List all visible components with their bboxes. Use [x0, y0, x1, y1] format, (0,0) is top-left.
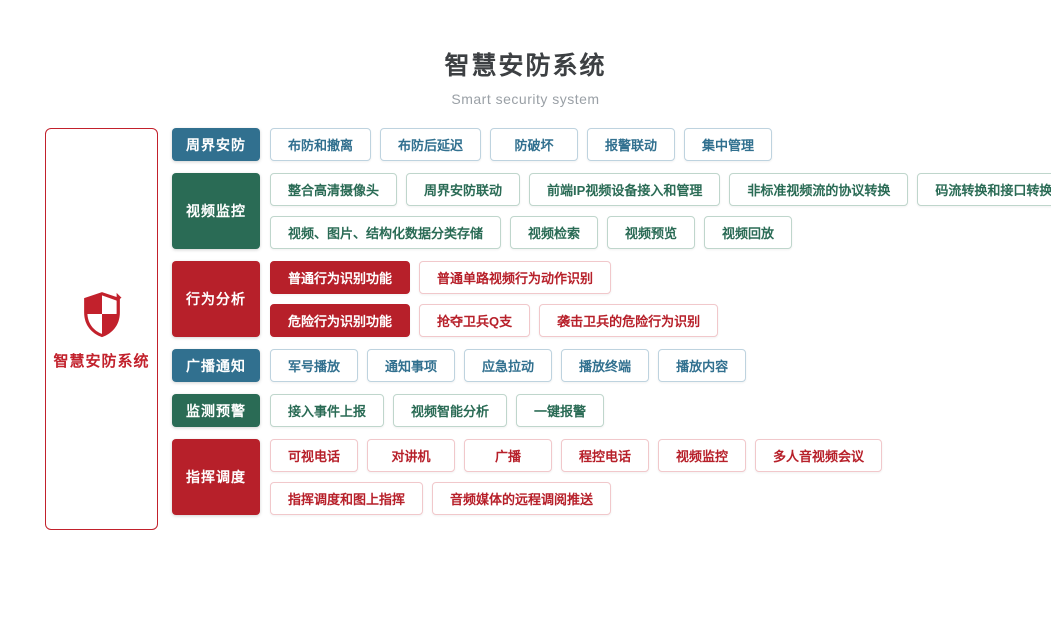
feature-box: 前端IP视频设备接入和管理 — [529, 173, 721, 206]
feature-box: 整合高清摄像头 — [270, 173, 398, 206]
feature-box: 接入事件上报 — [270, 394, 385, 427]
feature-line: 接入事件上报视频智能分析一键报警 — [270, 394, 1032, 427]
feature-box: 应急拉动 — [464, 349, 553, 382]
feature-box: 视频智能分析 — [393, 394, 508, 427]
feature-box: 一键报警 — [516, 394, 605, 427]
feature-box: 报警联动 — [587, 128, 676, 161]
feature-box: 视频检索 — [510, 216, 599, 249]
category-row-1: 视频监控整合高清摄像头周界安防联动前端IP视频设备接入和管理非标准视频流的协议转… — [172, 173, 1051, 249]
feature-line: 布防和撤离布防后延迟防破坏报警联动集中管理 — [270, 128, 1032, 161]
feature-box: 视频回放 — [704, 216, 793, 249]
category-row-4: 监测预警接入事件上报视频智能分析一键报警 — [172, 394, 1032, 427]
feature-box: 周界安防联动 — [406, 173, 521, 206]
category-row-0: 周界安防布防和撤离布防后延迟防破坏报警联动集中管理 — [172, 128, 1032, 161]
feature-box: 音频媒体的远程调阅推送 — [432, 482, 612, 515]
category-row-5: 指挥调度可视电话对讲机广播程控电话视频监控多人音视频会议指挥调度和图上指挥音频媒… — [172, 439, 1032, 515]
category-block-1: 视频监控 — [172, 173, 260, 249]
feature-box: 普通单路视频行为动作识别 — [419, 261, 612, 294]
feature-box: 布防和撤离 — [270, 128, 372, 161]
feature-box: 通知事项 — [367, 349, 456, 382]
category-block-5: 指挥调度 — [172, 439, 260, 515]
category-block-0: 周界安防 — [172, 128, 260, 161]
feature-line: 指挥调度和图上指挥音频媒体的远程调阅推送 — [270, 482, 1032, 515]
feature-line: 整合高清摄像头周界安防联动前端IP视频设备接入和管理非标准视频流的协议转换码流转… — [270, 173, 1051, 206]
feature-box: 播放终端 — [561, 349, 650, 382]
category-block-3: 广播通知 — [172, 349, 260, 382]
feature-lines: 军号播放通知事项应急拉动播放终端播放内容 — [270, 349, 1032, 382]
feature-line: 可视电话对讲机广播程控电话视频监控多人音视频会议 — [270, 439, 1032, 472]
feature-box: 军号播放 — [270, 349, 359, 382]
category-rows: 周界安防布防和撤离布防后延迟防破坏报警联动集中管理视频监控整合高清摄像头周界安防… — [172, 128, 1051, 515]
feature-box: 视频预览 — [607, 216, 696, 249]
feature-box: 多人音视频会议 — [755, 439, 883, 472]
category-row-3: 广播通知军号播放通知事项应急拉动播放终端播放内容 — [172, 349, 1032, 382]
page-title: 智慧安防系统 — [444, 52, 607, 80]
page-subtitle: Smart security system — [451, 91, 600, 107]
feature-line: 危险行为识别功能抢夺卫兵Q支袭击卫兵的危险行为识别 — [270, 304, 1032, 337]
feature-lines: 布防和撤离布防后延迟防破坏报警联动集中管理 — [270, 128, 1032, 161]
feature-box: 视频、图片、结构化数据分类存储 — [270, 216, 502, 249]
system-panel-label: 智慧安防系统 — [53, 352, 150, 370]
feature-box: 对讲机 — [367, 439, 456, 472]
feature-lines: 接入事件上报视频智能分析一键报警 — [270, 394, 1032, 427]
shield-icon — [76, 288, 128, 340]
feature-box: 普通行为识别功能 — [270, 261, 411, 294]
feature-lines: 整合高清摄像头周界安防联动前端IP视频设备接入和管理非标准视频流的协议转换码流转… — [270, 173, 1051, 249]
feature-box: 防破坏 — [490, 128, 579, 161]
feature-box: 视频监控 — [658, 439, 747, 472]
feature-box: 可视电话 — [270, 439, 359, 472]
feature-box: 抢夺卫兵Q支 — [419, 304, 531, 337]
feature-box: 非标准视频流的协议转换 — [729, 173, 909, 206]
system-panel: 智慧安防系统 — [45, 128, 158, 530]
feature-box: 袭击卫兵的危险行为识别 — [539, 304, 719, 337]
feature-box: 广播 — [464, 439, 553, 472]
feature-lines: 普通行为识别功能普通单路视频行为动作识别危险行为识别功能抢夺卫兵Q支袭击卫兵的危… — [270, 261, 1032, 337]
page-header: 智慧安防系统 Smart security system — [0, 46, 1051, 107]
category-row-2: 行为分析普通行为识别功能普通单路视频行为动作识别危险行为识别功能抢夺卫兵Q支袭击… — [172, 261, 1032, 337]
feature-line: 军号播放通知事项应急拉动播放终端播放内容 — [270, 349, 1032, 382]
feature-line: 视频、图片、结构化数据分类存储视频检索视频预览视频回放 — [270, 216, 1051, 249]
feature-box: 指挥调度和图上指挥 — [270, 482, 424, 515]
feature-box: 布防后延迟 — [380, 128, 482, 161]
feature-line: 普通行为识别功能普通单路视频行为动作识别 — [270, 261, 1032, 294]
feature-lines: 可视电话对讲机广播程控电话视频监控多人音视频会议指挥调度和图上指挥音频媒体的远程… — [270, 439, 1032, 515]
feature-box: 集中管理 — [684, 128, 773, 161]
diagram: 智慧安防系统 周界安防布防和撤离布防后延迟防破坏报警联动集中管理视频监控整合高清… — [45, 128, 1051, 530]
feature-box: 播放内容 — [658, 349, 747, 382]
category-block-4: 监测预警 — [172, 394, 260, 427]
feature-box: 程控电话 — [561, 439, 650, 472]
feature-box: 危险行为识别功能 — [270, 304, 411, 337]
category-block-2: 行为分析 — [172, 261, 260, 337]
feature-box: 码流转换和接口转换 — [917, 173, 1051, 206]
